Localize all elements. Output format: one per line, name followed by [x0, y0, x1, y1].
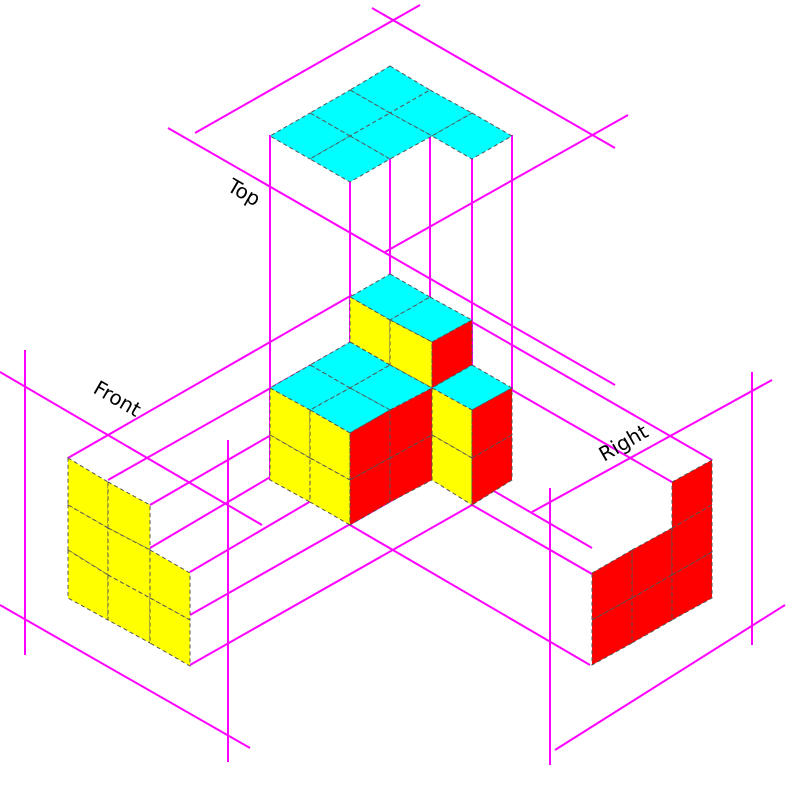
isometric-object — [268, 273, 514, 526]
right-view — [591, 459, 713, 666]
front-view — [67, 457, 191, 667]
object-right-faces-column — [471, 387, 513, 506]
object-front-faces-column — [431, 387, 473, 506]
object-top-faces-lower — [268, 341, 434, 434]
object-right-faces-upper — [431, 319, 473, 389]
label-front: Front — [90, 376, 146, 422]
label-top: Top — [223, 173, 265, 211]
label-right: Right — [595, 419, 653, 466]
projection-lines — [0, 4, 786, 765]
object-front-faces-lower — [269, 387, 351, 526]
object-right-faces-lower — [349, 387, 433, 526]
top-view — [268, 65, 514, 183]
